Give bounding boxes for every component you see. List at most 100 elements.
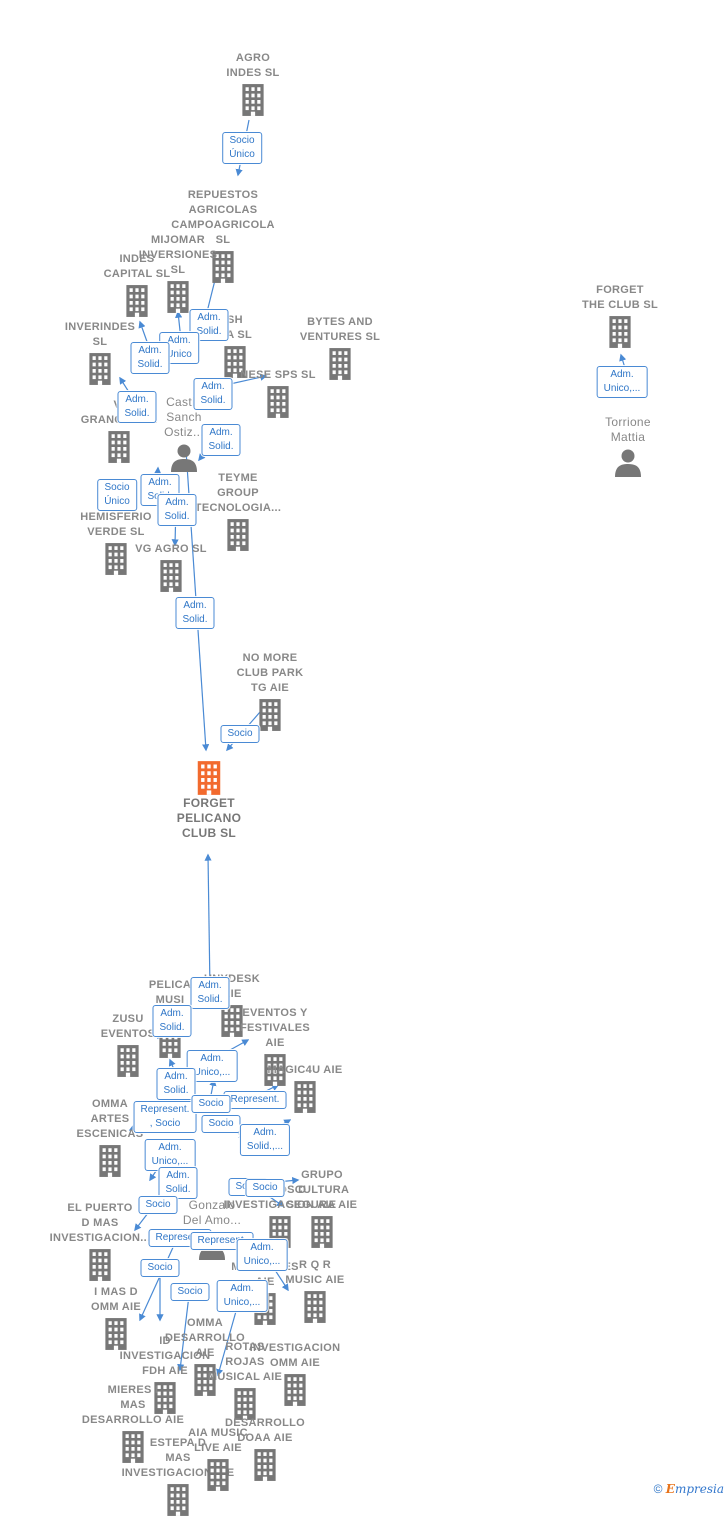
edge-line	[619, 353, 627, 369]
company-node[interactable]: MIJOMAR INVERSIONES SL	[118, 233, 238, 314]
node-label: R Q R MUSIC AIE	[285, 1259, 345, 1286]
company-node[interactable]: HEMISFERIO VERDE SL	[56, 510, 176, 576]
company-node[interactable]: GRUPO CULTURA SEGURA AIE	[262, 1168, 382, 1249]
relation-badge[interactable]: Represent. , Socio	[133, 1101, 197, 1133]
person-node[interactable]: Castie Sanch Ostiz...	[124, 395, 244, 472]
company-node[interactable]: MIERES I MAS DESARROLLO AIE	[73, 1383, 193, 1464]
relation-badge[interactable]: Adm. Solid.	[130, 342, 170, 374]
relation-badge[interactable]: Socio Único	[97, 479, 137, 511]
building-icon	[235, 1373, 355, 1407]
relation-badge[interactable]: Adm. Solid.	[152, 1005, 192, 1037]
relation-badge[interactable]: Adm. Unico,...	[186, 1050, 238, 1082]
focus-company-node[interactable]: FORGET PELICANO CLUB SL	[149, 758, 269, 841]
relation-badge[interactable]: Adm. Solid.	[201, 424, 241, 456]
building-icon	[185, 1387, 305, 1421]
building-icon	[50, 1144, 170, 1178]
building-icon	[40, 352, 160, 386]
relation-badge[interactable]: Adm. Solid.	[190, 977, 230, 1009]
node-label: ZUSU EVENTOS	[100, 1013, 156, 1040]
company-node[interactable]: SH CA SL	[175, 313, 295, 379]
building-icon	[77, 284, 197, 318]
building-icon	[118, 280, 238, 314]
company-node[interactable]: NESE SPS SL	[218, 368, 338, 419]
node-label: NO MORE CLUB PARK TG AIE	[236, 652, 304, 694]
building-icon	[218, 385, 338, 419]
company-node[interactable]: DESARROLLO DOAA AIE	[205, 1416, 325, 1482]
company-node[interactable]: EVENTOS Y FESTIVALES AIE	[215, 1006, 335, 1087]
building-icon	[163, 250, 283, 284]
relation-badge[interactable]: Socio	[220, 725, 260, 743]
node-label: OMMA DESARROLLO AIE	[165, 1317, 245, 1359]
building-icon	[172, 1004, 292, 1038]
company-node[interactable]: INVESTIGACION OMM AIE	[235, 1341, 355, 1407]
relation-badge[interactable]: Adm. Unico,...	[236, 1239, 288, 1271]
building-icon	[210, 698, 330, 732]
building-icon	[56, 542, 176, 576]
node-label: REPUESTOS AGRICOLAS CAMPOAGRICOLA SL	[171, 189, 275, 246]
node-label: ROTAS ROJAS MUSICAL AIE	[207, 1341, 283, 1383]
company-node[interactable]: BYTES AND VENTURES SL	[280, 315, 400, 381]
node-label: HEMISFERIO VERDE SL	[80, 511, 152, 538]
node-label: FORGET THE CLUB SL	[581, 284, 659, 311]
building-icon	[255, 1290, 375, 1324]
node-label: I MAS D OMM AIE	[91, 1286, 141, 1313]
building-icon	[205, 1448, 325, 1482]
company-node[interactable]: AGRO INDES SL	[193, 51, 313, 117]
relation-badge[interactable]: Represent.	[223, 1091, 287, 1109]
footer-brand[interactable]: © Empresia	[654, 1482, 724, 1496]
relation-badge[interactable]: Socio	[140, 1259, 180, 1277]
relation-badge[interactable]: Socio	[138, 1196, 178, 1214]
person-icon	[124, 442, 244, 472]
node-label: EL PUERTO D MAS INVESTIGACION...	[49, 1202, 151, 1244]
relation-badge[interactable]: Adm. Solid.	[157, 494, 197, 526]
building-icon	[280, 347, 400, 381]
person-node[interactable]: Torrione Mattia	[568, 415, 688, 477]
company-node[interactable]: FORGET THE CLUB SL	[560, 283, 680, 349]
relation-badge[interactable]: Socio	[191, 1095, 231, 1113]
node-label: OMMA ARTES ESCENICAS	[76, 1098, 144, 1140]
company-node[interactable]: INVERINDES SL	[40, 320, 160, 386]
company-node[interactable]: MAGIC4U AIE	[245, 1063, 365, 1114]
copyright-symbol: ©	[653, 1482, 663, 1496]
building-icon	[111, 559, 231, 593]
company-node[interactable]: UNYDESK AIE	[172, 972, 292, 1038]
relation-badge[interactable]: Adm. Solid.	[158, 1167, 198, 1199]
relation-badge[interactable]: Adm. Unico,...	[596, 366, 648, 398]
relation-badge[interactable]: Socio	[170, 1283, 210, 1301]
company-node[interactable]: ZUSU EVENTOS	[68, 1012, 188, 1078]
company-node[interactable]: EL PUERTO D MAS INVESTIGACION...	[40, 1201, 160, 1282]
relation-badge[interactable]: Adm. Solid.	[193, 378, 233, 410]
building-icon	[215, 1053, 335, 1087]
company-node[interactable]: REPUESTOS AGRICOLAS CAMPOAGRICOLA SL	[163, 188, 283, 284]
company-node[interactable]: R Q R MUSIC AIE	[255, 1258, 375, 1324]
brand-logo: Empresia	[665, 1482, 724, 1496]
relation-badge[interactable]: Socio	[245, 1179, 285, 1197]
company-node[interactable]: INDES CAPITAL SL	[77, 252, 197, 318]
relation-badge[interactable]: Adm. Solid.	[117, 391, 157, 423]
building-icon	[105, 1381, 225, 1415]
company-node[interactable]: TEYME GROUP TECNOLOGIA...	[178, 471, 298, 552]
node-label: TEYME GROUP TECNOLOGIA...	[194, 472, 282, 514]
company-node[interactable]: OMMA DESARROLLO AIE	[145, 1316, 265, 1397]
node-label: INVESTIGACION OMM AIE	[249, 1342, 341, 1369]
company-node[interactable]: ID INVESTIGACION FDH AIE	[105, 1334, 225, 1415]
node-label: INVERINDES SL	[64, 321, 136, 348]
node-label: GRUPO CULTURA SEGURA AIE	[286, 1169, 358, 1211]
node-label: BYTES AND VENTURES SL	[299, 316, 381, 343]
building-icon	[40, 1248, 160, 1282]
relation-badge[interactable]: Adm. Solid.	[175, 597, 215, 629]
relation-badge[interactable]: Adm. Unico,...	[216, 1280, 268, 1312]
relation-badge[interactable]: Adm. Solid.,...	[239, 1124, 291, 1156]
node-label: AIA MUSIC LIVE AIE	[188, 1427, 248, 1454]
relation-badge[interactable]: Adm. Solid.	[156, 1068, 196, 1100]
company-node[interactable]: OMMA ARTES ESCENICAS	[50, 1097, 170, 1178]
relation-badge[interactable]: Socio Único	[222, 132, 262, 164]
node-label: ID INVESTIGACION FDH AIE	[119, 1335, 211, 1377]
company-node[interactable]: I MAS D OMM AIE	[56, 1285, 176, 1351]
company-node[interactable]: ROTAS ROJAS MUSICAL AIE	[185, 1340, 305, 1421]
company-node[interactable]: NO MORE CLUB PARK TG AIE	[210, 651, 330, 732]
company-node[interactable]: AIA MUSIC LIVE AIE	[158, 1426, 278, 1492]
relation-badge[interactable]: Socio	[201, 1115, 241, 1133]
relation-badge[interactable]: Adm. Unico,...	[144, 1139, 196, 1171]
company-node[interactable]: VG AGRO SL	[111, 542, 231, 593]
